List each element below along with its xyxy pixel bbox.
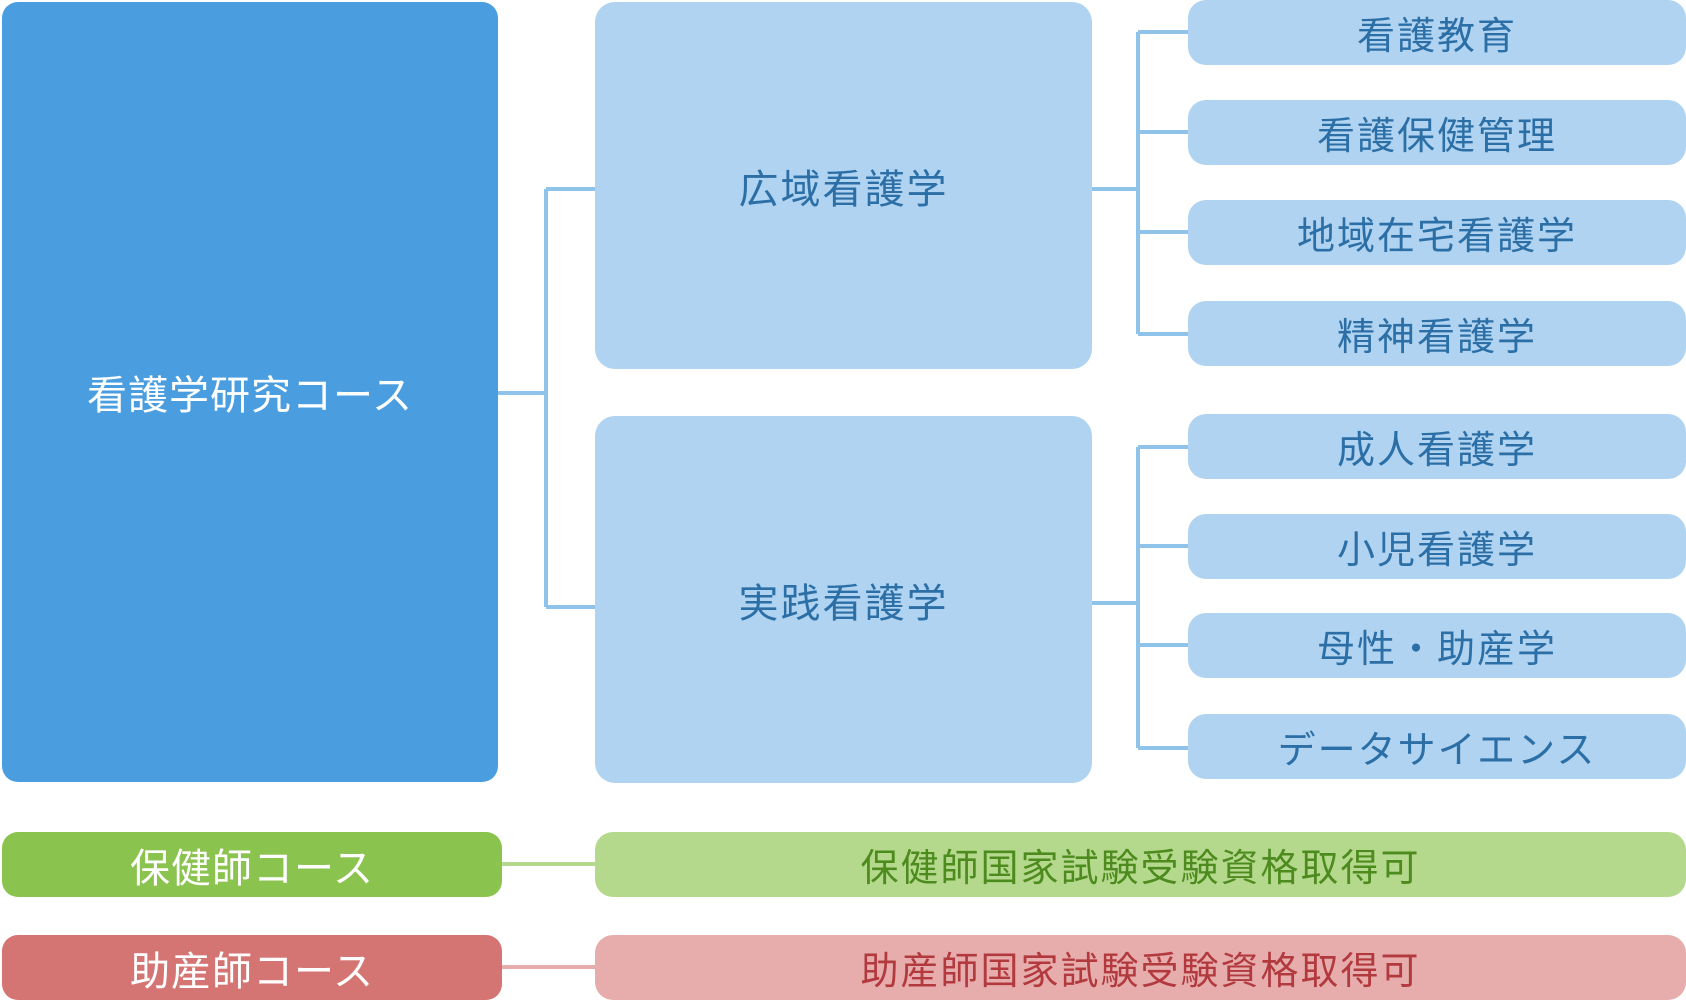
field-label: 実践看護学 [738,580,949,627]
midwife-course-box: 助産師コース [2,935,502,1000]
research-course-box: 看護学研究コース [2,2,498,782]
public-health-course-label: 保健師コース [130,845,374,892]
midwife-course-label: 助産師コース [130,948,374,995]
midwife-qualification-box: 助産師国家試験受験資格取得可 [595,935,1686,1000]
field-box-wide-area-nursing: 広域看護学 [595,2,1092,369]
midwife-qualification-label: 助産師国家試験受験資格取得可 [860,949,1421,993]
subject-box-adult-nursing: 成人看護学 [1188,414,1686,479]
subject-box-community-home-nursing: 地域在宅看護学 [1188,200,1686,265]
subject-label: 成人看護学 [1336,428,1537,472]
subject-label: 母性・助産学 [1316,627,1557,671]
public-health-course-box: 保健師コース [2,832,502,897]
field-box-practical-nursing: 実践看護学 [595,416,1092,783]
public-health-qualification-box: 保健師国家試験受験資格取得可 [595,832,1686,897]
subject-box-pediatric-nursing: 小児看護学 [1188,514,1686,579]
subject-box-nursing-health-management: 看護保健管理 [1188,100,1686,165]
subject-label: 精神看護学 [1336,315,1537,359]
field-label: 広域看護学 [738,166,949,213]
subject-box-data-science: データサイエンス [1188,714,1686,779]
subject-label: データサイエンス [1277,728,1597,772]
subject-box-maternal-midwifery: 母性・助産学 [1188,613,1686,678]
subject-label: 地域在宅看護学 [1296,214,1577,258]
subject-label: 看護教育 [1356,14,1517,58]
subject-label: 看護保健管理 [1316,114,1557,158]
public-health-qualification-label: 保健師国家試験受験資格取得可 [860,846,1421,890]
subject-box-psychiatric-nursing: 精神看護学 [1188,301,1686,366]
subject-box-nursing-education: 看護教育 [1188,0,1686,65]
subject-label: 小児看護学 [1336,528,1537,572]
research-course-label: 看護学研究コース [87,373,413,419]
